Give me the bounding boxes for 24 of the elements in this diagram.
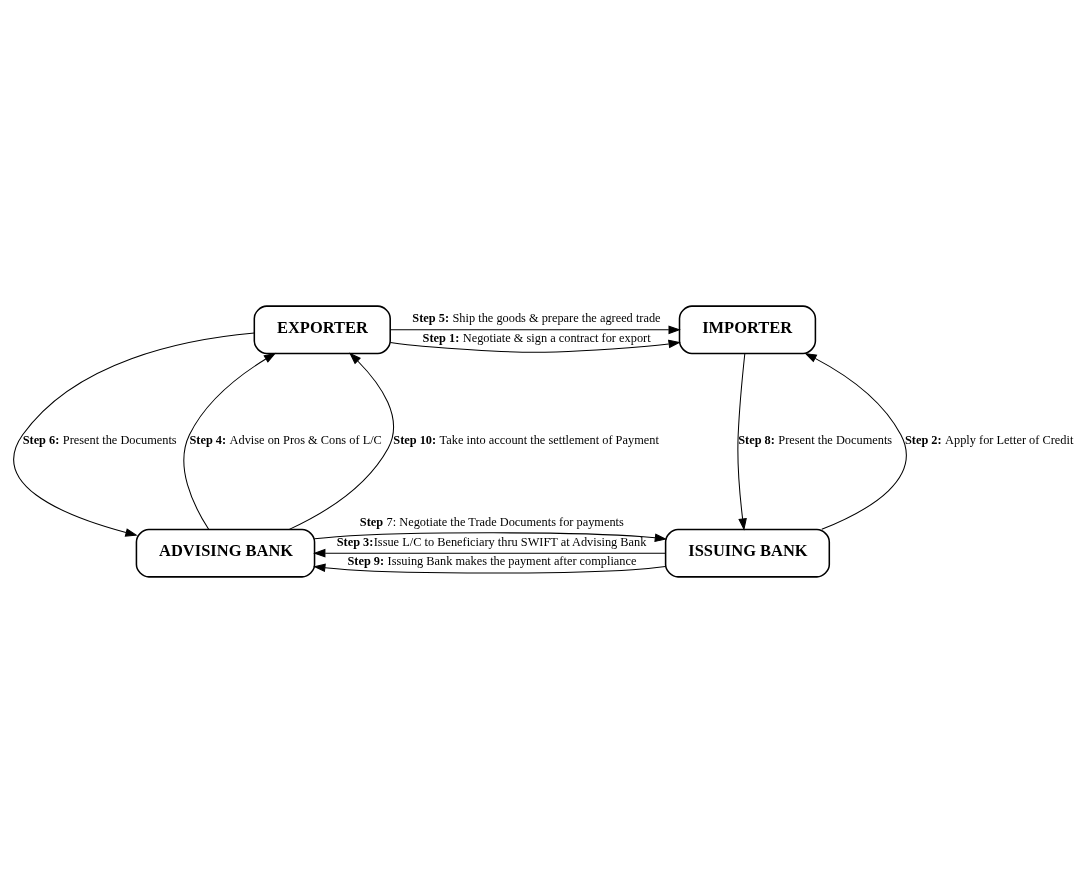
arrow: [183, 352, 277, 530]
arrow: [314, 531, 668, 542]
arrow: [288, 352, 395, 530]
edge-label: Step 5: Ship the goods & prepare the agreed trade: [412, 310, 661, 325]
edge-label: Step 7: Negotiate the Trade Documents for payments: [359, 514, 624, 529]
node-box: EXPORTER: [253, 304, 391, 354]
edge-label: Step 10: Take into account the settlement of Payment: [393, 432, 659, 447]
edge-label: Step 4: Advise on Pros & Cons of L/C: [189, 432, 382, 447]
edge-label: Step 8: Present the Documents: [738, 432, 893, 447]
edge-label: Step 2: Apply for Letter of Credit: [904, 432, 1074, 447]
edge-label: Step 3:Issue L/C to Beneficiary thru SWIFT at Advising Bank: [336, 534, 647, 549]
arrow: [804, 352, 907, 530]
arrow: [389, 339, 681, 353]
edge-label: Step 1: Negotiate & sign a contract for export: [422, 330, 651, 345]
node-box: IMPORTER: [678, 304, 817, 354]
arrow: [390, 324, 681, 334]
node-box: ISSUING BANK: [664, 528, 831, 578]
arrow: [313, 563, 666, 573]
edge-label: Step 6: Present the Documents: [22, 432, 177, 447]
edge-label: Step 9: Issuing Bank makes the payment after compliance: [347, 553, 637, 568]
arrow: [737, 352, 747, 531]
arrow: [313, 548, 667, 558]
node-box: ADVISING BANK: [135, 528, 316, 578]
arrow: [13, 331, 255, 537]
